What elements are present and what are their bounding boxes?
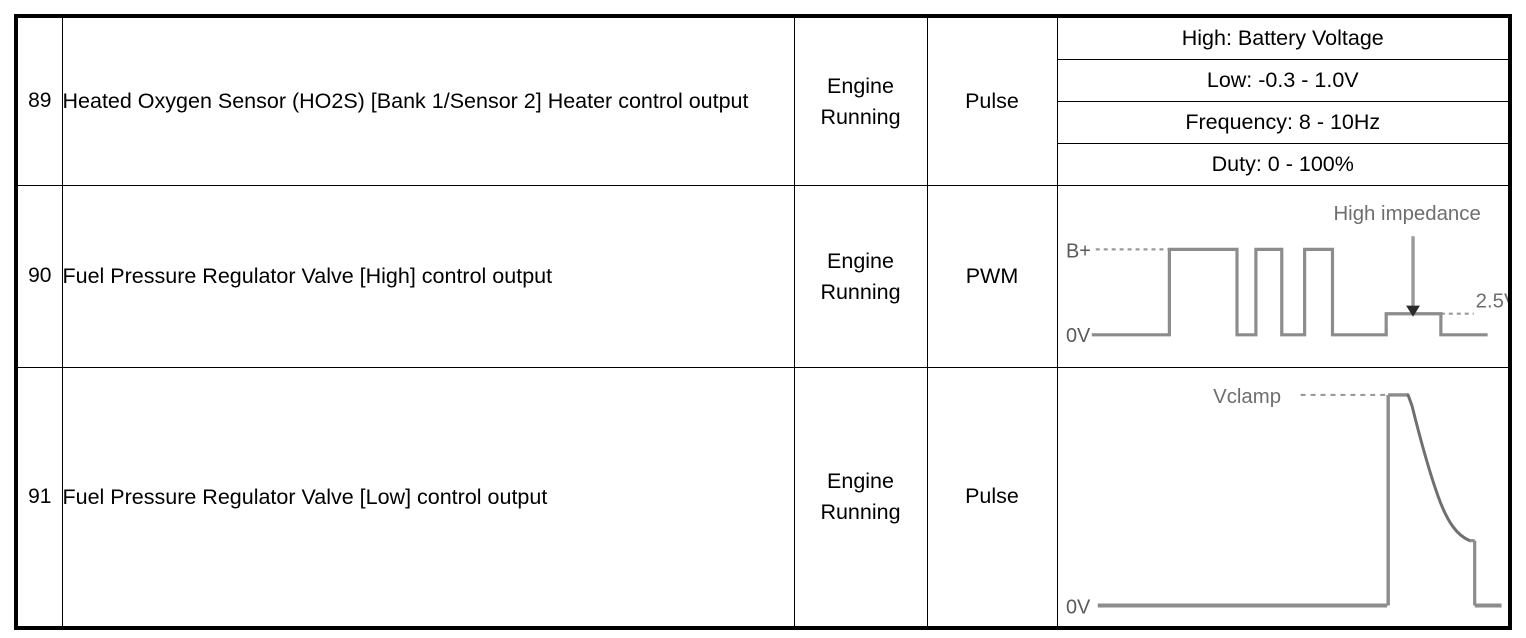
- waveform-annotation-high-impedance: High impedance: [1333, 202, 1480, 225]
- condition-line-1: Engine: [827, 73, 894, 98]
- high-impedance-arrow-head: [1405, 305, 1420, 317]
- row-condition-cell: Engine Running: [793, 15, 928, 186]
- waveform-label-zero-volt: 0V: [1065, 596, 1090, 618]
- table-row: 90 Fuel Pressure Regulator Valve [High] …: [15, 185, 1511, 368]
- row-specification-cell: High: Battery Voltage Low: -0.3 - 1.0V F…: [1056, 15, 1511, 186]
- row-number-cell: 90: [15, 185, 63, 368]
- waveform-label-vclamp: Vclamp: [1213, 386, 1281, 408]
- waveform-label-b-plus: B+: [1065, 240, 1090, 262]
- row-signal-type-cell: Pulse: [926, 15, 1058, 186]
- row-waveform-cell: Vclamp 0V: [1056, 367, 1511, 628]
- clamp-decay-waveform-diagram: Vclamp 0V: [1058, 368, 1509, 626]
- row-description-cell: Fuel Pressure Regulator Valve [Low] cont…: [61, 367, 795, 628]
- exponential-decay-curve: [1406, 393, 1471, 543]
- row-signal-type-cell: Pulse: [926, 367, 1058, 628]
- specification-list: High: Battery Voltage Low: -0.3 - 1.0V F…: [1057, 18, 1508, 185]
- row-condition-cell: Engine Running: [793, 185, 928, 368]
- spec-item-duty: Duty: 0 - 100%: [1057, 143, 1508, 185]
- signal-specification-table: 89 Heated Oxygen Sensor (HO2S) [Bank 1/S…: [14, 14, 1512, 630]
- row-number-cell: 91: [15, 367, 63, 628]
- pwm-waveform-diagram: B+ 0V High impedance 2.5V: [1058, 186, 1508, 367]
- condition-line-1: Engine: [827, 469, 894, 494]
- spec-item-low: Low: -0.3 - 1.0V: [1057, 59, 1508, 102]
- condition-line-2: Running: [820, 279, 901, 304]
- row-waveform-cell: B+ 0V High impedance 2.5V: [1056, 185, 1511, 368]
- waveform-label-zero-volt: 0V: [1065, 325, 1090, 347]
- row-description-cell: Fuel Pressure Regulator Valve [High] con…: [61, 185, 795, 368]
- spec-item-high: High: Battery Voltage: [1057, 18, 1508, 60]
- table-row: 89 Heated Oxygen Sensor (HO2S) [Bank 1/S…: [15, 15, 1511, 186]
- spec-item-frequency: Frequency: 8 - 10Hz: [1057, 101, 1508, 144]
- waveform-annotation-voltage: 2.5V: [1475, 290, 1508, 313]
- row-description-cell: Heated Oxygen Sensor (HO2S) [Bank 1/Sens…: [61, 15, 795, 186]
- clamp-decay-waveform-svg: Vclamp 0V: [1065, 386, 1502, 619]
- row-condition-cell: Engine Running: [793, 367, 928, 628]
- condition-line-2: Running: [820, 104, 901, 129]
- pwm-trace: [1091, 247, 1488, 337]
- row-number-cell: 89: [15, 15, 63, 186]
- condition-line-2: Running: [820, 499, 901, 524]
- condition-line-1: Engine: [827, 248, 894, 273]
- pwm-waveform-svg: B+ 0V High impedance 2.5V: [1065, 202, 1508, 347]
- row-signal-type-cell: PWM: [926, 185, 1058, 368]
- table-row: 91 Fuel Pressure Regulator Valve [Low] c…: [15, 367, 1511, 628]
